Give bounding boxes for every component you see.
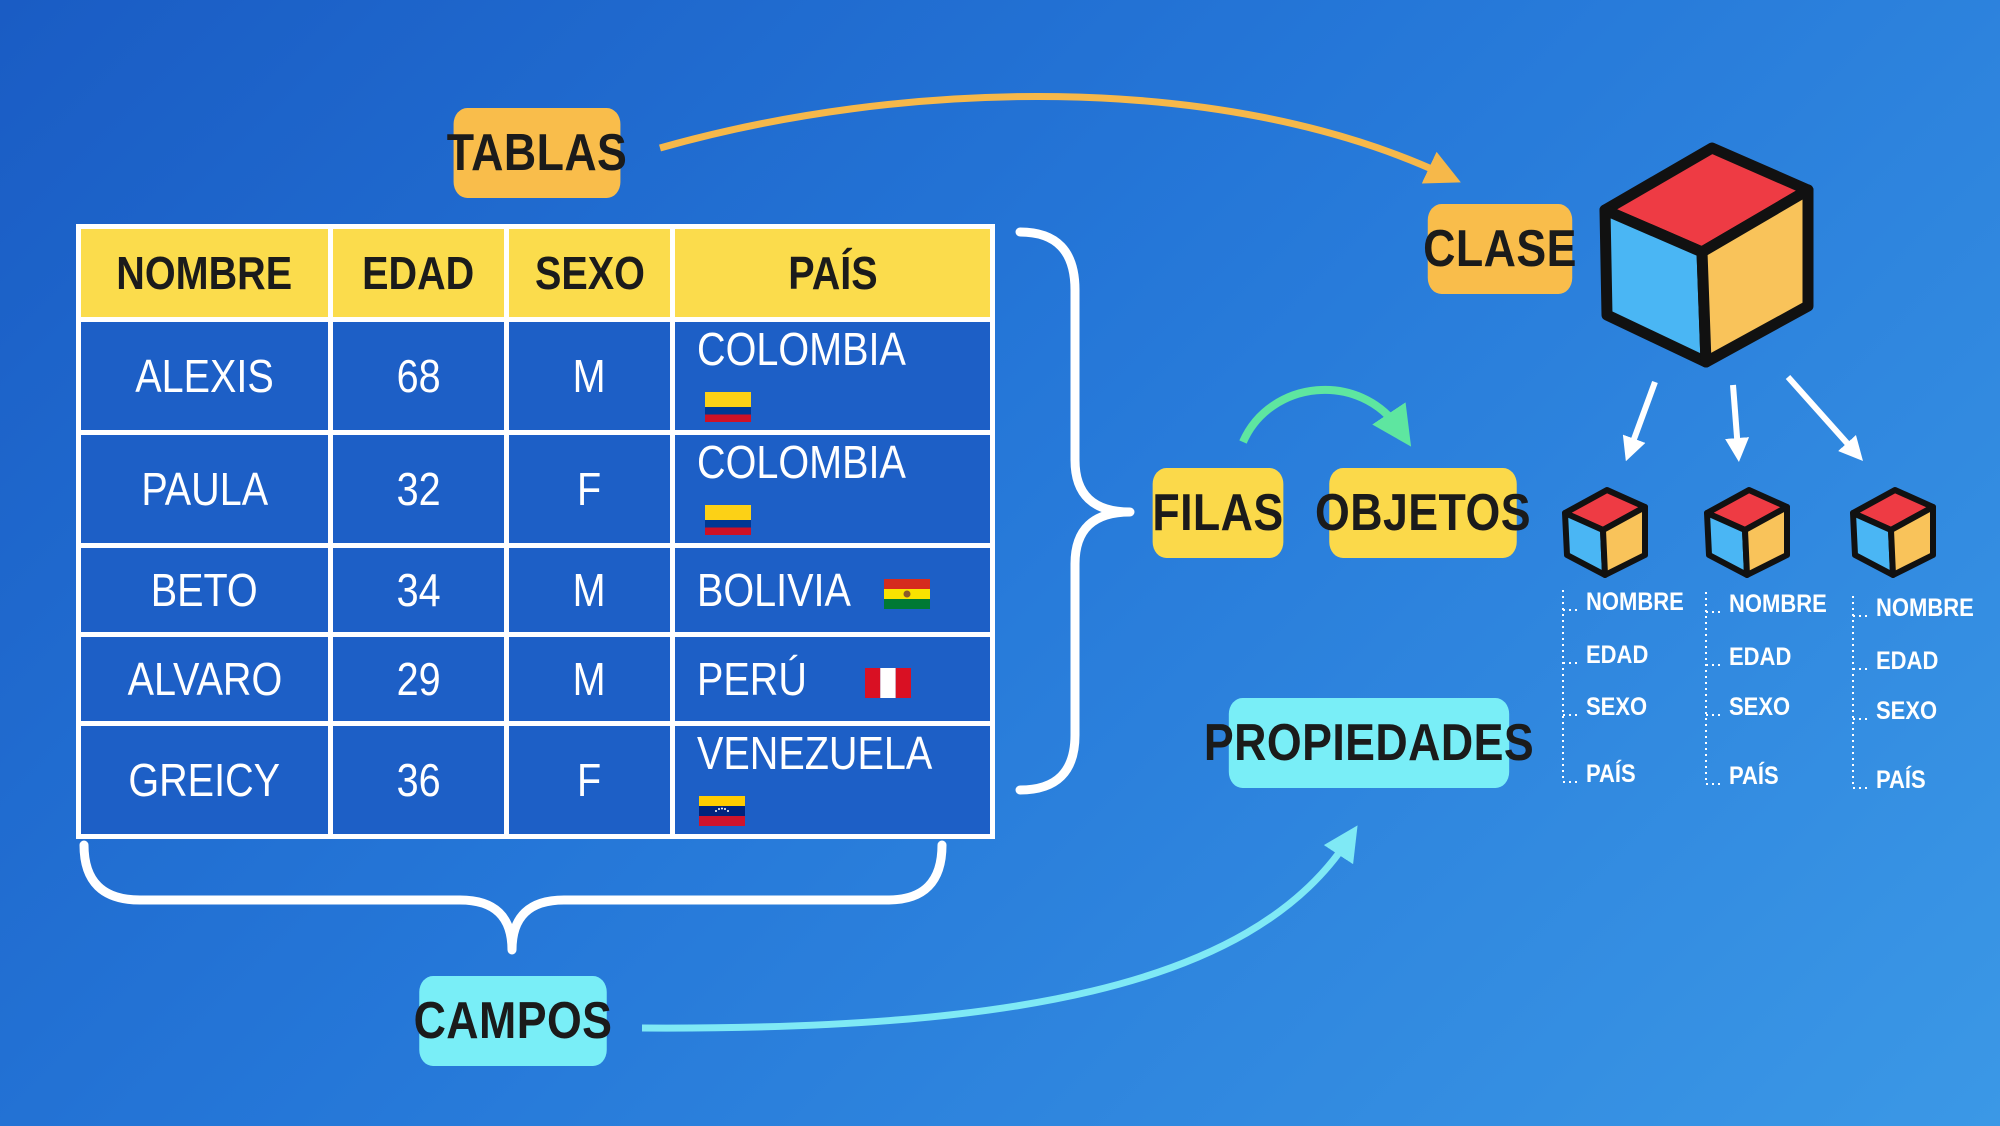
objetos-label: OBJETOS: [1315, 468, 1531, 558]
header-sexo: SEXO: [504, 224, 675, 322]
property-nombre: NOMBRE: [1729, 590, 1827, 618]
cell-sexo: M: [504, 317, 675, 435]
cell-sexo: M: [504, 632, 675, 726]
property-pais: PAÍS: [1586, 760, 1636, 788]
peru-flag-icon: [864, 667, 911, 698]
table-row: ALVARO 29 M PERÚ: [76, 632, 995, 726]
cell-pais: PERÚ: [670, 632, 995, 726]
arrow-to-object-2: [1725, 384, 1750, 462]
cell-sexo: F: [504, 721, 675, 839]
venezuela-flag-icon: [699, 795, 745, 826]
property-nombre: NOMBRE: [1586, 588, 1684, 616]
table-row: PAULA 32 F COLOMBIA: [76, 430, 995, 548]
colombia-flag-icon: [705, 391, 751, 422]
arrow-tablas-to-clase: [659, 92, 1461, 184]
cell-sexo: M: [504, 543, 675, 637]
table-row: BETO 34 M BOLIVIA: [76, 543, 995, 637]
property-pais: PAÍS: [1729, 762, 1779, 790]
propiedades-label: PROPIEDADES: [1204, 698, 1534, 788]
small-cube-icon: [1704, 487, 1790, 578]
cell-edad: 34: [328, 543, 509, 637]
property-edad: EDAD: [1876, 647, 1939, 675]
property-edad: EDAD: [1729, 643, 1792, 671]
arrow-to-object-1: [1622, 380, 1658, 462]
property-sexo: SEXO: [1876, 697, 1938, 725]
table-header-row: NOMBRE EDAD SEXO PAÍS: [76, 224, 995, 322]
property-sexo: SEXO: [1586, 693, 1648, 721]
fields-brace: [79, 840, 947, 955]
header-nombre: NOMBRE: [76, 224, 333, 322]
cell-pais: VENEZUELA: [670, 721, 995, 839]
table-row: GREICY 36 F VENEZUELA: [76, 721, 995, 839]
property-nombre: NOMBRE: [1876, 594, 1974, 622]
clase-label: CLASE: [1423, 204, 1576, 294]
cell-edad: 32: [328, 430, 509, 548]
cell-nombre: ALEXIS: [76, 317, 333, 435]
cell-nombre: ALVARO: [76, 632, 333, 726]
rows-brace: [1015, 227, 1135, 795]
property-sexo: SEXO: [1729, 693, 1791, 721]
arrow-to-object-3: [1785, 375, 1863, 461]
cell-pais: BOLIVIA: [670, 543, 995, 637]
small-cube-icon: [1562, 487, 1648, 578]
arrow-filas-to-objetos: [1239, 385, 1412, 447]
property-edad: EDAD: [1586, 641, 1649, 669]
colombia-flag-icon: [705, 504, 751, 535]
table-row: ALEXIS 68 M COLOMBIA: [76, 317, 995, 435]
bolivia-flag-icon: [883, 578, 930, 609]
tablas-label: TABLAS: [447, 108, 627, 198]
cell-sexo: F: [504, 430, 675, 548]
cell-nombre: PAULA: [76, 430, 333, 548]
small-cube-icon: [1850, 487, 1936, 578]
property-pais: PAÍS: [1876, 766, 1926, 794]
header-edad: EDAD: [328, 224, 509, 322]
header-pais: PAÍS: [670, 224, 995, 322]
cell-edad: 68: [328, 317, 509, 435]
property-tree-lines: [1562, 590, 1870, 789]
arrow-campos-to-propiedades: [641, 825, 1358, 1032]
people-table: NOMBRE EDAD SEXO PAÍS ALEXIS 68 M COLOMB…: [76, 224, 995, 839]
cell-edad: 29: [328, 632, 509, 726]
filas-label: FILAS: [1152, 468, 1284, 558]
cell-pais: COLOMBIA: [670, 317, 995, 435]
cell-edad: 36: [328, 721, 509, 839]
cube-icon: [1599, 142, 1814, 368]
cell-nombre: GREICY: [76, 721, 333, 839]
cell-nombre: BETO: [76, 543, 333, 637]
campos-label: CAMPOS: [414, 976, 612, 1066]
cell-pais: COLOMBIA: [670, 430, 995, 548]
